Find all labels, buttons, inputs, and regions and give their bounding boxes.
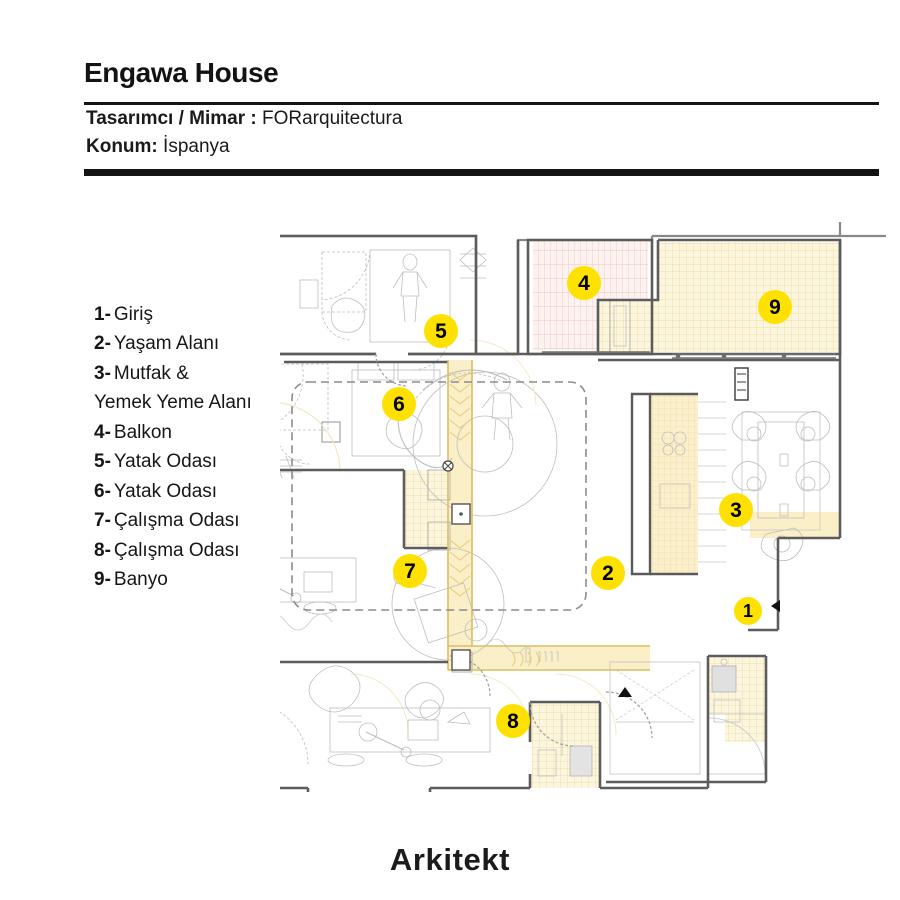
- marker-label: 4: [578, 271, 590, 295]
- vent-symbol: [734, 367, 749, 401]
- marker-label: 8: [507, 709, 519, 733]
- room-marker-2[interactable]: 2: [591, 556, 625, 590]
- legend-item: 9-Banyo: [94, 565, 309, 594]
- room-marker-5[interactable]: 5: [424, 314, 458, 348]
- marker-label: 3: [730, 498, 742, 522]
- designer-line: Tasarımcı / Mimar : FORarquitectura: [84, 105, 884, 133]
- legend-number: 4-: [94, 421, 111, 443]
- legend-number: 8-: [94, 539, 111, 561]
- floor-plan-drawing: 5 4 9 6 3 2 7 8 1: [280, 222, 890, 792]
- room-marker-7[interactable]: 7: [393, 554, 427, 588]
- location-line: Konum: İspanya: [84, 133, 884, 161]
- legend-label: Yatak Odası: [113, 480, 218, 502]
- legend-number: 2-: [94, 333, 111, 355]
- legend-number: 1-: [94, 304, 111, 325]
- legend-label: Banyo: [113, 568, 168, 590]
- legend-item: 3-Mutfak &: [94, 359, 309, 388]
- legend-label: Çalışma Odası: [113, 539, 240, 561]
- legend-item: 6-Yatak Odası: [94, 477, 309, 506]
- brand-logo: Arkitekt: [389, 842, 511, 877]
- zone-bathroom-9-lower: [598, 300, 840, 352]
- location-label: Konum:: [86, 135, 158, 157]
- entry-arrow-icon: [771, 600, 780, 612]
- legend-number: 7-: [94, 510, 111, 532]
- legend-item: 5-Yatak Odası: [94, 447, 309, 476]
- room-marker-6[interactable]: 6: [382, 387, 416, 421]
- engawa-plank-pattern: [449, 371, 540, 667]
- legend-item: 7-Çalışma Odası: [94, 506, 309, 535]
- marker-label: 2: [602, 561, 614, 585]
- walls-layer: [280, 222, 886, 792]
- legend-label: Yemek Yeme Alanı: [94, 392, 252, 414]
- zone-kitchen-floor: [698, 394, 726, 574]
- header: Engawa House Tasarımcı / Mimar : FORarqu…: [84, 57, 884, 177]
- room-marker-4[interactable]: 4: [567, 266, 601, 300]
- furniture-kitchen: [659, 401, 726, 563]
- page-title: Engawa House: [84, 57, 279, 88]
- legend-item-continuation: Yemek Yeme Alanı: [94, 388, 309, 417]
- legend-number: 6-: [94, 480, 111, 502]
- legend-item: 8-Çalışma Odası: [94, 536, 309, 565]
- marker-label: 6: [393, 392, 405, 416]
- designer-label: Tasarımcı / Mimar :: [86, 107, 257, 129]
- brand-footer: Arkitekt: [0, 842, 900, 878]
- legend-item: 1-Giriş: [94, 300, 309, 329]
- furniture-bathroom-8: [537, 714, 593, 777]
- legend-item: 2-Yaşam Alanı: [94, 329, 309, 358]
- header-divider-thick: [84, 169, 879, 177]
- legend-label: Mutfak &: [113, 362, 189, 384]
- north-arrow-icon: [618, 687, 632, 697]
- furniture-living-room: [280, 339, 617, 735]
- zone-dining-strip: [750, 512, 840, 538]
- header-divider-thin: [84, 101, 879, 105]
- room-marker-9[interactable]: 9: [758, 290, 792, 324]
- furniture-storage-bottom-right: [609, 661, 701, 775]
- legend-label: Yatak Odası: [113, 451, 218, 473]
- zone-engawa-horizontal: [448, 646, 650, 670]
- legend-item: 4-Balkon: [94, 418, 309, 447]
- legend-number: 9-: [94, 568, 111, 590]
- marker-label: 7: [404, 559, 416, 583]
- marker-label: 1: [742, 601, 753, 621]
- room-marker-1[interactable]: 1: [734, 597, 762, 625]
- furniture-bedroom-6: [280, 361, 441, 479]
- marker-label: 9: [769, 295, 781, 319]
- room-legend: 1-Giriş 2-Yaşam Alanı 3-Mutfak & Yemek Y…: [94, 300, 309, 594]
- furniture-study-8: [280, 665, 491, 767]
- zone-wet-area-6: [405, 470, 449, 546]
- legend-label: Giriş: [113, 304, 153, 325]
- furniture-dining: [731, 411, 831, 562]
- legend-label: Balkon: [113, 421, 173, 443]
- room-marker-3[interactable]: 3: [719, 493, 753, 527]
- location-value: İspanya: [163, 135, 230, 157]
- legend-label: Çalışma Odası: [113, 510, 240, 532]
- room-marker-8[interactable]: 8: [496, 704, 530, 738]
- engawa-fixtures: [442, 460, 471, 671]
- door-swings: [375, 353, 653, 747]
- legend-number: 3-: [94, 362, 111, 384]
- marker-label: 5: [435, 319, 447, 343]
- designer-value: FORarquitectura: [262, 107, 403, 129]
- legend-number: 5-: [94, 451, 111, 473]
- legend-label: Yaşam Alanı: [113, 333, 220, 355]
- furniture-bedroom-5: [299, 247, 487, 371]
- living-room-boundary: [291, 381, 587, 611]
